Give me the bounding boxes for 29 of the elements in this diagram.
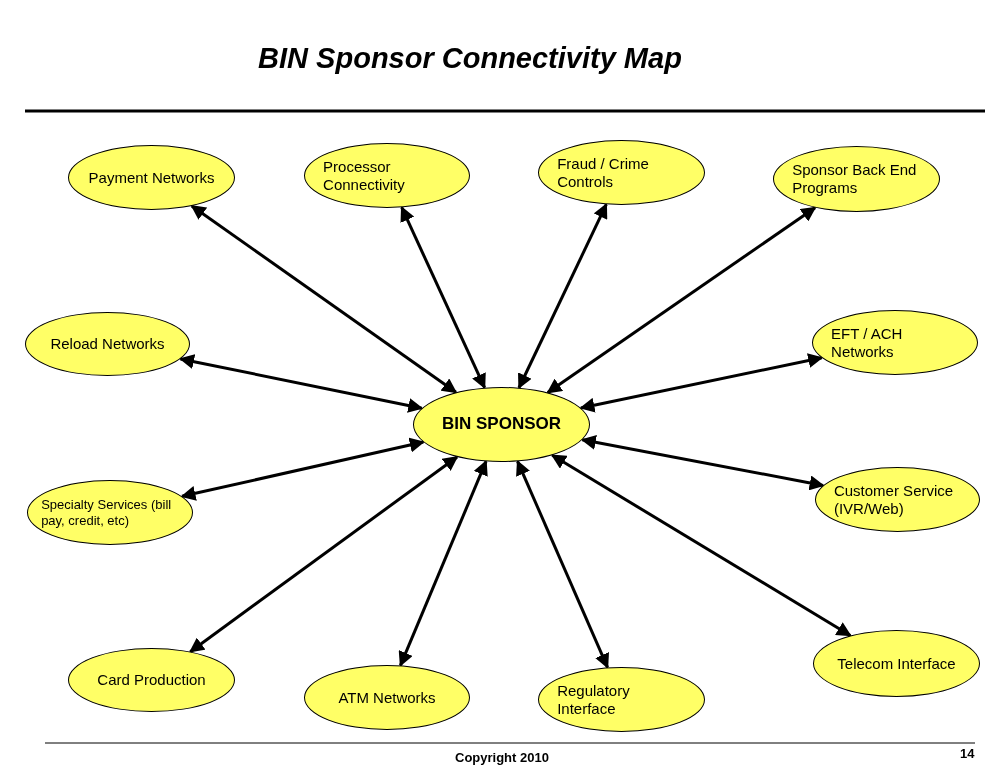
node-label: Payment Networks: [88, 168, 215, 187]
node-label: Customer Service (IVR/Web): [833, 481, 955, 518]
double-arrow: [517, 203, 608, 390]
node-label: Specialty Services (bill pay, credit, etc): [41, 496, 173, 529]
node-label: Sponsor Back End Programs: [792, 161, 918, 197]
ellipse-node: [413, 387, 590, 462]
double-arrow: [180, 437, 425, 501]
double-arrow: [546, 206, 817, 394]
node-label: Telecom Interface: [837, 654, 956, 673]
node-label: Card Production: [97, 671, 206, 689]
node-label: EFT / ACH Networks: [831, 324, 904, 361]
node-label: Fraud / Crime Controls: [557, 154, 650, 191]
double-arrow: [190, 204, 458, 394]
double-arrow: [516, 460, 609, 669]
node-label: Reload Networks: [50, 335, 165, 353]
double-arrow: [179, 354, 424, 413]
page-number: 14: [960, 746, 975, 761]
node-label: BIN SPONSOR: [442, 414, 561, 435]
node-label: Processor Connectivity: [323, 157, 406, 194]
node-label: ATM Networks: [338, 688, 436, 707]
node-label: Regulatory Interface: [557, 681, 631, 718]
double-arrow: [189, 455, 459, 653]
double-arrow: [551, 453, 852, 637]
double-arrow: [580, 434, 825, 491]
diagram-title: BIN Sponsor Connectivity Map: [257, 42, 683, 75]
double-arrow: [579, 353, 824, 413]
double-arrow: [398, 460, 488, 667]
footer-note: Copyright 2010: [455, 750, 549, 765]
double-arrow: [400, 206, 486, 390]
